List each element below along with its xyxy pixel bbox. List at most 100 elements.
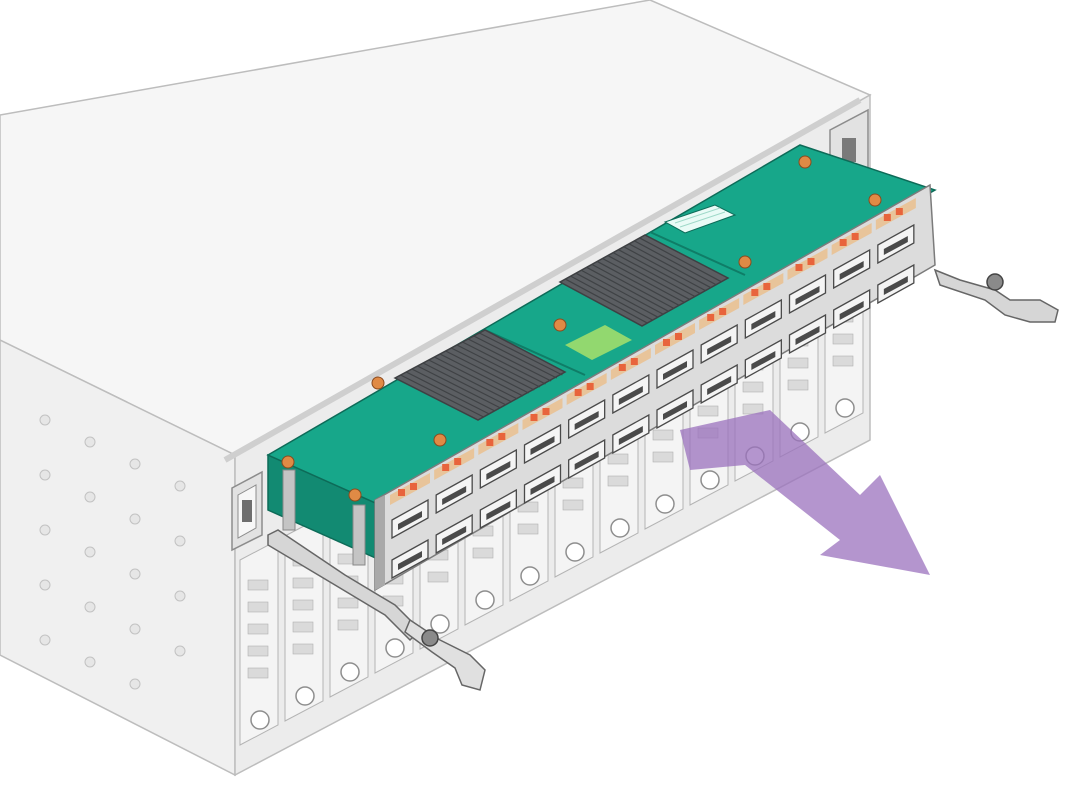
slot-thumbscrew	[295, 686, 315, 706]
side-vent-hole	[39, 414, 51, 426]
heatsink-fin	[462, 341, 546, 385]
side-vent-hole	[84, 546, 96, 558]
slot-vent	[292, 621, 314, 633]
ejector-screw-right[interactable]	[986, 273, 1004, 291]
slot-vent	[607, 453, 629, 465]
port-opening	[574, 451, 599, 470]
heatsink-fin	[456, 344, 541, 388]
side-vent-hole	[174, 590, 186, 602]
slot-vent	[337, 597, 359, 609]
slot-thumbscrew	[475, 590, 495, 610]
side-vent-hole	[129, 568, 141, 580]
port-opening	[751, 311, 776, 330]
ejector-screw-left[interactable]	[421, 629, 439, 647]
slot-vent	[247, 667, 269, 679]
slot-vent	[472, 547, 494, 559]
port-led	[574, 389, 582, 396]
side-vent-hole	[129, 678, 141, 690]
port-led	[498, 433, 506, 440]
port-opening	[442, 486, 467, 505]
side-vent-holes	[39, 414, 186, 690]
side-vent-hole	[39, 524, 51, 536]
side-vent-hole	[84, 436, 96, 448]
port-opening	[839, 301, 864, 320]
port-led	[542, 408, 550, 415]
slot-vent	[562, 477, 584, 489]
slot-thumbscrew	[340, 662, 360, 682]
side-vent-hole	[174, 535, 186, 547]
slot-vent	[292, 643, 314, 655]
side-vent-hole	[174, 645, 186, 657]
slot-vent	[562, 499, 584, 511]
slot-thumbscrew	[430, 614, 450, 634]
heatsink-fin	[405, 371, 490, 415]
slot-vent	[247, 623, 269, 635]
slot-vent	[652, 451, 674, 463]
heatsink-fin	[565, 278, 648, 324]
port-opening	[751, 351, 776, 370]
slot-thumbscrew	[835, 398, 855, 418]
slot-vent	[292, 599, 314, 611]
port-opening	[795, 286, 820, 305]
heatsink-fin	[439, 353, 524, 397]
heatsink-fin	[639, 237, 722, 283]
slot-thumbscrew	[655, 494, 675, 514]
side-vent-hole	[39, 579, 51, 591]
heatsink-fin	[450, 347, 535, 391]
slot-vent	[787, 379, 809, 391]
port-led	[630, 358, 638, 365]
port-opening	[398, 511, 422, 530]
slot-vent	[292, 577, 314, 589]
faceplate-ports	[391, 223, 915, 580]
heatsink-fins-left	[400, 332, 563, 418]
heatsink-fin	[570, 275, 653, 321]
slot-vent	[607, 475, 629, 487]
module-faceplate-edge	[375, 495, 385, 590]
heatsink-fin	[596, 260, 680, 306]
port-opening	[618, 386, 643, 405]
port-opening	[486, 501, 511, 520]
board-screw	[868, 193, 882, 207]
heatsink-fin	[591, 263, 675, 309]
port-led	[486, 439, 494, 446]
port-led	[851, 233, 859, 240]
module-standoff-posts	[282, 469, 366, 566]
slot-vent	[247, 645, 269, 657]
side-vent-hole	[129, 513, 141, 525]
port-led	[707, 314, 715, 321]
port-opening	[574, 411, 599, 430]
port-led	[795, 264, 803, 271]
ejector-handle-right[interactable]	[933, 268, 1059, 323]
heatsink-left	[393, 329, 567, 421]
module-indicator-stripe	[565, 325, 632, 360]
port-led	[586, 383, 594, 390]
heatsink-fin	[434, 356, 518, 400]
side-vent-hole	[129, 458, 141, 470]
port-opening	[839, 261, 864, 280]
heatsink-fin	[467, 338, 552, 382]
board-screw	[798, 155, 812, 169]
port-led	[895, 208, 903, 215]
ejector-handle-left[interactable]	[267, 529, 486, 691]
side-vent-hole	[39, 469, 51, 481]
heatsink-fin	[618, 249, 701, 295]
port-led	[663, 339, 670, 346]
port-opening	[795, 326, 820, 345]
port-opening	[618, 426, 643, 445]
slot-vent	[787, 357, 809, 369]
slot-vent	[247, 601, 269, 613]
slot-vent	[742, 381, 764, 393]
port-opening	[883, 236, 908, 255]
slot-thumbscrew	[565, 542, 585, 562]
heatsink-fins-right	[565, 237, 722, 324]
heatsink-fin	[628, 243, 712, 289]
rear-slot-card	[239, 539, 279, 746]
board-screw	[553, 318, 567, 332]
board-screw	[348, 488, 362, 502]
port-opening	[530, 436, 555, 455]
slot-vent	[652, 429, 674, 441]
io-module	[266, 144, 1059, 691]
port-opening	[530, 476, 555, 495]
led-pad	[478, 423, 519, 455]
